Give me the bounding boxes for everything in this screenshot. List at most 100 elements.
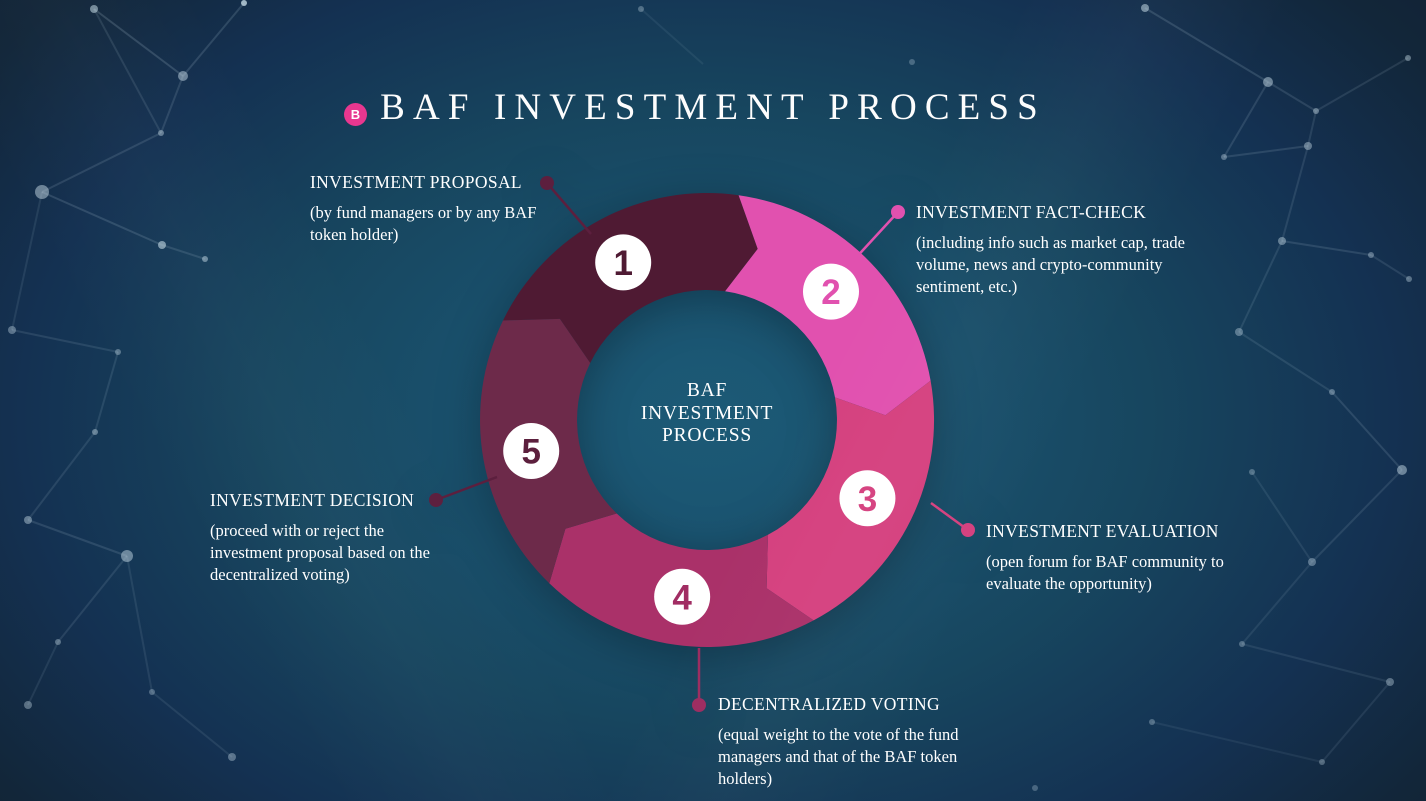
network-line bbox=[1151, 721, 1323, 763]
connector-line-2 bbox=[851, 211, 899, 263]
network-dot bbox=[1235, 328, 1243, 336]
network-line bbox=[57, 555, 128, 643]
step-5-title: INVESTMENT DECISION bbox=[210, 490, 415, 510]
network-line bbox=[1370, 254, 1410, 280]
step-4-description: (equal weight to the vote of the fund ma… bbox=[718, 725, 959, 788]
network-dot bbox=[24, 701, 32, 709]
network-line bbox=[1144, 7, 1269, 83]
network-dot bbox=[158, 241, 166, 249]
step-number-1: 1 bbox=[613, 244, 632, 283]
network-dot bbox=[1405, 55, 1411, 61]
network-line bbox=[1241, 643, 1391, 683]
network-dot bbox=[228, 753, 236, 761]
center-label-line-2: INVESTMENT bbox=[640, 402, 774, 424]
network-line bbox=[1281, 145, 1309, 242]
network-line bbox=[11, 329, 119, 353]
network-line bbox=[93, 8, 162, 134]
connector-dot-2 bbox=[891, 205, 905, 219]
step-number-5: 5 bbox=[521, 433, 540, 472]
network-line bbox=[126, 555, 153, 693]
network-dot bbox=[909, 59, 915, 65]
connector-dot-1 bbox=[540, 176, 554, 190]
step-number-3: 3 bbox=[858, 480, 877, 519]
step-1-label: INVESTMENT PROPOSAL (by fund managers or… bbox=[310, 172, 540, 246]
step-5-description: (proceed with or reject the investment p… bbox=[210, 521, 430, 584]
donut-center-label: BAF INVESTMENT PROCESS bbox=[641, 380, 773, 448]
step-1-description: (by fund managers or by any BAF token ho… bbox=[310, 203, 537, 244]
network-line bbox=[94, 351, 119, 433]
step-number-badge-5 bbox=[503, 422, 560, 479]
network-dot bbox=[35, 185, 49, 199]
center-label-line-3: PROCESS bbox=[661, 425, 752, 447]
network-line bbox=[182, 2, 245, 77]
step-2-label: INVESTMENT FACT-CHECK (including info su… bbox=[916, 202, 1218, 297]
network-dot bbox=[24, 516, 32, 524]
network-line bbox=[151, 691, 233, 758]
network-line bbox=[1223, 81, 1269, 158]
network-line bbox=[1238, 240, 1283, 333]
network-dot bbox=[202, 256, 208, 262]
network-dot bbox=[8, 326, 16, 334]
network-line bbox=[1223, 145, 1309, 158]
network-dot bbox=[1278, 237, 1286, 245]
baf-logo-icon: B bbox=[344, 103, 367, 126]
network-dot bbox=[1308, 558, 1316, 566]
network-dot bbox=[149, 689, 155, 695]
network-line bbox=[11, 191, 43, 331]
network-line bbox=[1321, 681, 1391, 763]
network-line bbox=[27, 431, 96, 521]
network-dot bbox=[638, 6, 644, 12]
network-dot bbox=[1239, 641, 1245, 647]
network-line bbox=[161, 244, 206, 260]
network-dot bbox=[1304, 142, 1312, 150]
network-line bbox=[1307, 110, 1317, 147]
network-dot bbox=[1368, 252, 1374, 258]
step-number-4: 4 bbox=[672, 578, 692, 617]
network-dot bbox=[1319, 759, 1325, 765]
step-2-description: (including info such as market cap, trad… bbox=[916, 233, 1185, 296]
step-number-2: 2 bbox=[821, 273, 840, 312]
network-line bbox=[1251, 471, 1313, 563]
step-number-badge-2 bbox=[802, 263, 859, 320]
network-dot bbox=[121, 550, 133, 562]
network-line bbox=[27, 641, 59, 706]
network-dot bbox=[1397, 465, 1407, 475]
step-4-title: DECENTRALIZED VOTING bbox=[718, 694, 940, 714]
step-number-badge-3 bbox=[839, 470, 896, 527]
connector-line-1 bbox=[546, 182, 592, 235]
step-4-label: DECENTRALIZED VOTING (equal weight to th… bbox=[718, 694, 994, 789]
connector-line-5 bbox=[435, 475, 498, 502]
network-dot bbox=[1141, 4, 1149, 12]
network-line bbox=[41, 132, 162, 193]
network-dot bbox=[92, 429, 98, 435]
network-line bbox=[1241, 561, 1313, 645]
network-dot bbox=[115, 349, 121, 355]
network-dot bbox=[1313, 108, 1319, 114]
network-line bbox=[41, 191, 163, 246]
connector-dot-4 bbox=[692, 698, 706, 712]
network-line bbox=[1267, 81, 1317, 112]
connector-dot-5 bbox=[429, 493, 443, 507]
network-line bbox=[1315, 57, 1409, 112]
network-dot bbox=[241, 0, 247, 6]
network-line bbox=[640, 8, 704, 65]
network-dot bbox=[1221, 154, 1227, 160]
baf-logo-letter: B bbox=[350, 107, 361, 122]
network-dot bbox=[55, 639, 61, 645]
network-dot bbox=[1386, 678, 1394, 686]
page-title: BAF INVESTMENT PROCESS bbox=[380, 87, 1046, 128]
step-3-title: INVESTMENT EVALUATION bbox=[986, 521, 1219, 541]
connector-dot-3 bbox=[961, 523, 975, 537]
network-dot bbox=[1263, 77, 1273, 87]
step-3-label: INVESTMENT EVALUATION (open forum for BA… bbox=[986, 521, 1248, 595]
center-label-line-1: BAF bbox=[686, 380, 728, 402]
step-2-title: INVESTMENT FACT-CHECK bbox=[916, 202, 1147, 222]
network-line bbox=[1331, 391, 1403, 471]
step-5-label: INVESTMENT DECISION (proceed with or rej… bbox=[210, 490, 454, 585]
network-dot bbox=[90, 5, 98, 13]
network-line bbox=[1281, 240, 1372, 256]
network-line bbox=[27, 519, 128, 557]
